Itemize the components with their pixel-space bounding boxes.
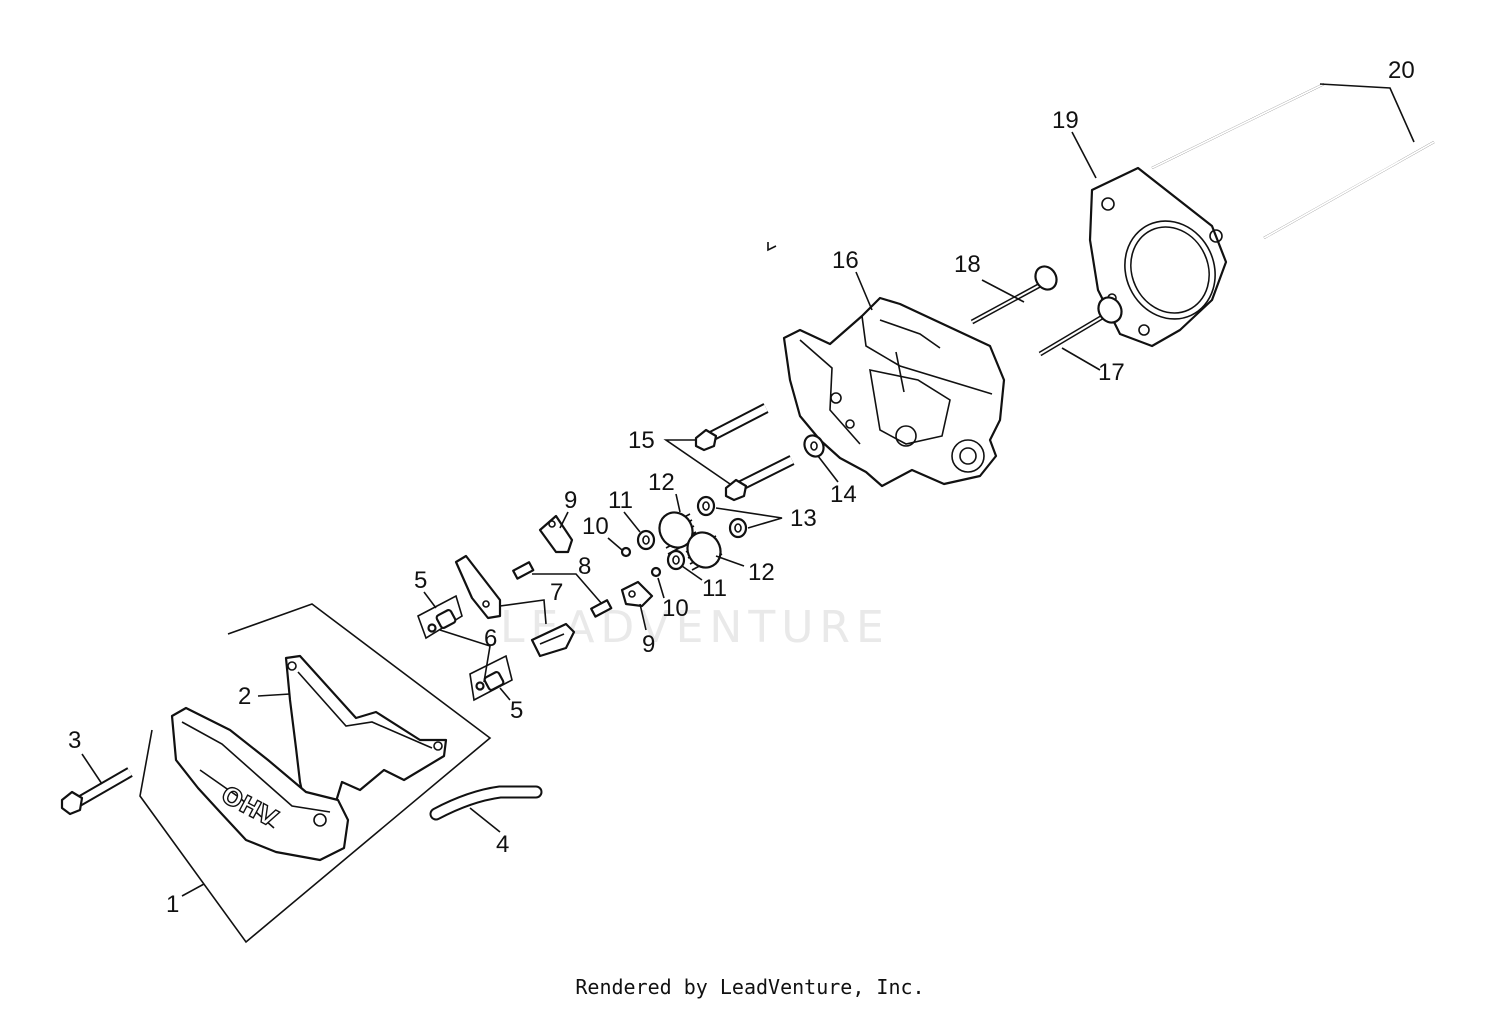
leader-12b (715, 555, 745, 567)
callout-12-upper[interactable]: 12 (648, 469, 675, 496)
part-rocker-stud-lower[interactable] (590, 599, 613, 618)
part-valve-intake[interactable] (1038, 293, 1126, 357)
part-cover-bolt[interactable] (60, 767, 133, 816)
callout-10-lower[interactable]: 10 (662, 595, 689, 622)
part-rocker-arm-lower[interactable] (530, 622, 576, 658)
callout-17[interactable]: 17 (1098, 359, 1125, 386)
part-head-bolt-lower[interactable] (724, 455, 795, 502)
leader-10a (607, 537, 623, 551)
leader-18 (981, 279, 1025, 303)
footer-credit: Rendered by LeadVenture, Inc. (575, 975, 925, 999)
part-rocker-pivot-lower[interactable] (469, 654, 513, 702)
part-collet-lower[interactable] (650, 566, 662, 578)
leader-1 (181, 883, 205, 897)
part-retainer-upper[interactable] (636, 529, 656, 551)
callout-7[interactable]: 7 (550, 579, 563, 606)
callout-19[interactable]: 19 (1052, 107, 1079, 134)
part-guide-plate-lower[interactable] (620, 580, 654, 608)
callout-10-upper[interactable]: 10 (582, 513, 609, 540)
leader-14 (817, 455, 839, 483)
leader-7 (499, 599, 547, 625)
part-guide-plate-upper[interactable] (538, 514, 574, 554)
callout-2[interactable]: 2 (238, 683, 251, 710)
part-washer[interactable] (801, 432, 828, 460)
part-rocker-pivot-upper[interactable] (417, 594, 463, 640)
callout-15[interactable]: 15 (628, 427, 655, 454)
part-stem-seal-upper[interactable] (696, 495, 716, 517)
part-head-bolt-upper[interactable] (694, 403, 769, 452)
leader-4 (469, 807, 501, 833)
callout-5-lower[interactable]: 5 (510, 697, 523, 724)
leader-13 (715, 507, 783, 529)
leader-16 (855, 271, 873, 311)
callout-11-upper[interactable]: 11 (608, 487, 633, 514)
callout-16[interactable]: 16 (832, 247, 859, 274)
callout-11-lower[interactable]: 11 (702, 575, 727, 602)
callout-18[interactable]: 18 (954, 251, 981, 278)
callout-4[interactable]: 4 (496, 831, 509, 858)
part-cylinder-head[interactable] (782, 296, 1006, 488)
stray-mark (767, 242, 777, 252)
leader-6 (439, 629, 491, 683)
part-breather-tube[interactable] (429, 785, 543, 821)
leader-5b (499, 687, 511, 701)
callout-1[interactable]: 1 (166, 891, 179, 918)
callout-5-upper[interactable]: 5 (414, 567, 427, 594)
part-stem-seal-lower[interactable] (728, 517, 748, 539)
leader-15 (663, 439, 731, 485)
callout-3[interactable]: 3 (68, 727, 81, 754)
part-head-gasket[interactable] (1088, 166, 1231, 348)
part-valve-cover[interactable]: OHV (170, 706, 350, 862)
callout-9-upper[interactable]: 9 (564, 487, 577, 514)
leader-11b (681, 565, 703, 581)
leader-19 (1071, 131, 1097, 179)
part-valve-spring-lower[interactable] (681, 526, 727, 573)
leader-17 (1061, 347, 1101, 371)
callout-20[interactable]: 20 (1388, 57, 1415, 84)
leader-20 (1319, 83, 1415, 143)
callout-9-lower[interactable]: 9 (642, 631, 655, 658)
callout-8[interactable]: 8 (578, 553, 591, 580)
callout-6[interactable]: 6 (484, 625, 497, 652)
part-collet-upper[interactable] (620, 546, 632, 558)
part-valve-exhaust[interactable] (970, 263, 1061, 325)
leader-8 (532, 573, 603, 605)
part-retainer-lower[interactable] (666, 549, 686, 571)
leader-2 (257, 693, 291, 697)
leader-5a (423, 591, 437, 609)
leader-11a (623, 511, 641, 533)
leader-9a (559, 511, 569, 529)
leader-9b (639, 603, 647, 631)
callout-13[interactable]: 13 (790, 505, 817, 532)
part-rocker-arm-upper[interactable] (454, 554, 502, 620)
leader-12a (675, 493, 681, 513)
part-rocker-stud-upper[interactable] (512, 561, 535, 580)
callout-12-lower[interactable]: 12 (748, 559, 775, 586)
leader-3 (81, 753, 103, 785)
kit-bracket (139, 603, 492, 944)
part-valve-spring-upper[interactable] (653, 506, 699, 555)
part-cover-gasket[interactable] (284, 654, 448, 828)
part-push-rods[interactable] (1151, 83, 1435, 239)
callout-14[interactable]: 14 (830, 481, 857, 508)
leader-10b (657, 577, 665, 599)
